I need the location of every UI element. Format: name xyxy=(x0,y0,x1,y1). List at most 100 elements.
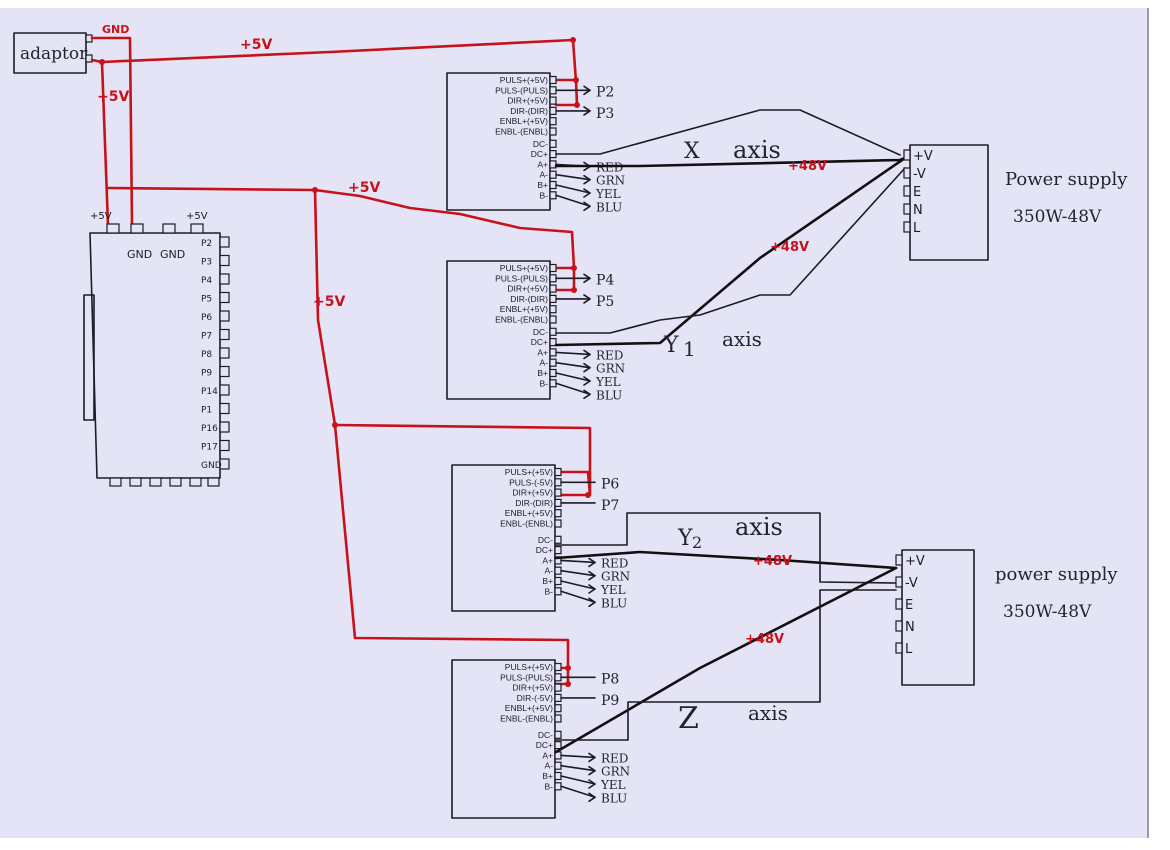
driver-pin-box xyxy=(549,358,557,367)
power-supply-terminal xyxy=(895,598,903,610)
driver-pin-label: DIR+(+5V) xyxy=(507,96,548,106)
power-supply-terminal xyxy=(903,149,911,161)
axis-labels: X axis Y 1 axis Y 2 axis Z axis xyxy=(663,136,788,736)
controller-pin-label: P5 xyxy=(201,295,212,305)
driver-output-label: P4 xyxy=(596,272,614,288)
plus5v-wire-branch xyxy=(313,188,570,668)
power-supply-terminal xyxy=(895,620,903,632)
controller-pin-box xyxy=(219,273,230,285)
terminal-label: N xyxy=(905,620,915,635)
driver-pin-label: DC+ xyxy=(531,149,548,159)
power-supply-terminal xyxy=(903,203,911,215)
adapter-gnd-label: GND xyxy=(102,23,129,36)
driver-pin-label: PULS-(PULS) xyxy=(500,672,553,682)
driver-pin-box xyxy=(554,467,562,477)
driver-pin-box xyxy=(554,498,562,507)
driver-pin-label: DC- xyxy=(533,139,548,149)
z-axis-word: axis xyxy=(748,701,788,725)
driver-pin-label: B- xyxy=(540,190,549,200)
driver-pin-label: A- xyxy=(545,761,554,771)
terminal-label: +V xyxy=(913,149,933,164)
plus48v-label-x: +48V xyxy=(788,159,827,174)
power-supply-terminal xyxy=(903,185,911,197)
driver-x-jumper xyxy=(554,78,579,107)
driver-y2-jumper xyxy=(554,470,592,497)
y1-axis-letter: Y xyxy=(663,333,679,358)
adapter: adaptor GND xyxy=(13,23,129,74)
controller-pin-label: P17 xyxy=(201,443,218,453)
power-supply-terminal xyxy=(895,554,903,566)
red-wires: +5V +5V +5V +5V xyxy=(90,36,592,687)
driver-output-label: P6 xyxy=(601,476,619,492)
driver-pin-box xyxy=(549,368,557,378)
driver-pin-box xyxy=(549,327,557,336)
driver-pin-label: ENBL+(+5V) xyxy=(500,304,548,314)
driver-pin-label: A+ xyxy=(537,347,548,357)
adapter-terminal-5v xyxy=(85,54,93,63)
driver-pin-label: B+ xyxy=(537,180,548,190)
driver-pin-box xyxy=(549,274,557,283)
driver-pin-box xyxy=(554,478,562,487)
driver-pin-label: A+ xyxy=(542,750,553,760)
driver-pin-label: ENBL-(ENBL) xyxy=(495,315,548,325)
motor-wire-label: RED xyxy=(596,348,623,362)
y1-axis-number: 1 xyxy=(683,337,696,361)
controller-pin-box xyxy=(219,402,230,415)
driver-pin-label: B+ xyxy=(542,771,553,781)
driver-output-label: P9 xyxy=(601,693,619,709)
driver-pin-box xyxy=(549,96,557,105)
power-supply-title: Power supply xyxy=(1005,169,1128,190)
driver-pin-box xyxy=(554,740,562,750)
plus48v-label-z: +48V xyxy=(745,632,784,647)
driver-pin-box xyxy=(554,683,562,692)
controller-5v-label-2: +5V xyxy=(186,211,208,222)
power-supply-rating: 350W-48V xyxy=(1013,207,1102,227)
driver-y2: PULS+(+5V)PULS-(-5V)DIR+(+5V)DIR-(DIR)EN… xyxy=(451,464,630,612)
driver-pin-box xyxy=(549,294,557,303)
adapter-box xyxy=(13,32,87,74)
controller-pin-box xyxy=(219,365,230,378)
controller-pin-box xyxy=(219,291,230,304)
controller-connector-strip xyxy=(83,294,95,421)
driver-pin-label: PULS-(PULS) xyxy=(495,273,548,283)
driver-pin-box xyxy=(549,315,557,324)
motor-wire-label: BLU xyxy=(601,791,627,805)
driver-pin-box xyxy=(549,305,557,314)
driver-pin-label: DC+ xyxy=(531,337,548,347)
controller-5v-label-1: +5V xyxy=(90,211,112,222)
controller-pin-label: P14 xyxy=(201,387,218,397)
plus5v-label-vertical: +5V xyxy=(97,89,129,105)
terminal-label: -V xyxy=(905,576,918,591)
driver-pin-box xyxy=(549,379,557,388)
driver-pin-box xyxy=(554,782,562,791)
y2-axis-word: axis xyxy=(735,513,783,541)
driver-pin-label: ENBL-(ENBL) xyxy=(500,519,553,529)
controller-board: +5V +5V GND GND P2P3P4P5P6P7P8P9P14P1P16… xyxy=(83,211,230,487)
driver-pin-box xyxy=(554,566,562,575)
controller-pin-label: P1 xyxy=(201,406,212,416)
controller-gnd-label-2: GND xyxy=(160,248,185,261)
controller-pin-box xyxy=(219,347,230,359)
driver-pin-box xyxy=(554,662,562,672)
plus48v-label-y1: +48V xyxy=(770,240,809,255)
driver-pin-label: DIR+(+5V) xyxy=(512,488,553,498)
driver-output-label: P7 xyxy=(601,498,619,514)
driver-pin-box xyxy=(549,150,557,159)
y2-axis-letter: Y xyxy=(677,526,693,551)
controller-pin-box xyxy=(219,236,230,248)
driver-pin-box xyxy=(554,587,562,596)
driver-pin-box xyxy=(549,348,557,357)
controller-pin-label: P9 xyxy=(201,369,212,379)
motor-wire-label: RED xyxy=(601,556,628,570)
driver-pin-box xyxy=(549,338,557,347)
y2-dc-minus-wire xyxy=(555,512,897,584)
driver-pin-label: DC+ xyxy=(536,740,553,750)
driver-pin-label: ENBL-(ENBL) xyxy=(500,714,553,724)
driver-pin-label: DC- xyxy=(538,535,553,545)
power-supply-box xyxy=(901,549,975,686)
terminal-label: +V xyxy=(905,554,925,569)
driver-pin-label: DC+ xyxy=(536,545,553,555)
driver-pin-label: DIR+(+5V) xyxy=(512,683,553,693)
